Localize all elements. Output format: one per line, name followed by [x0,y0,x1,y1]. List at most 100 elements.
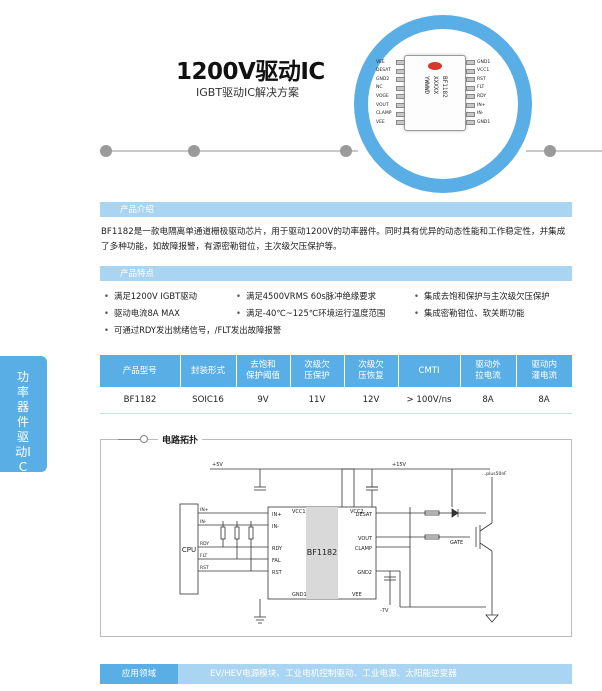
circuit-schematic: CPU BF1182 IN+ IN- RDY FAL RST DESAT VOU… [179,462,507,624]
cpu-signal: FLT [200,553,207,559]
feature-item: 满足4500VRMS 60s脉冲绝缘要求 [236,290,376,302]
chip-pin-label: CLAMP [376,111,392,117]
chip-pin-left [396,77,405,83]
hero-decor-dot [188,145,200,157]
chip-pin: RST [272,570,283,576]
chip-pin-label: GND2 [376,76,390,82]
intro-heading-bar: 产品介绍 [100,202,572,217]
hero-decor-line-right [526,150,602,152]
chip-pin: FAL [272,558,281,564]
chip-pin-right [466,77,475,83]
chip-pin-right [466,111,475,117]
spec-table-header: 驱动内灌电流 [515,355,572,387]
feature-item: 集成去饱和保护与主次级欠压保护 [414,290,550,302]
cpu-block [179,503,199,595]
hero-subtitle: IGBT驱动IC解决方案 [196,86,299,99]
chip-pin-label: VOGE [376,93,389,99]
category-label: 功率器件驱动IC [15,370,31,474]
spec-table-cell: 8A [460,387,516,414]
features-heading-bar: 产品特点 [100,266,572,281]
chip-pin: CLAMP [355,546,372,552]
chip-pin-label: IN+ [477,102,486,108]
hero-decor-line-mid [196,150,358,152]
chip-pin-label: GND1 [477,119,491,125]
chip-pin: VCC1 [292,509,306,515]
supply-label: +15V [392,462,407,468]
spec-table-header: 产品型号 [100,355,180,387]
resistor [248,526,254,540]
spec-table-cell: BF1182 [100,387,180,414]
chip-pin-label: NC [376,85,383,91]
chip-logo-icon [428,62,442,70]
chip-pin-left [396,94,405,100]
application-label: 应用领域 [100,664,178,684]
chip-pin-label: IN- [477,111,484,117]
feature-item: 满足1200V IGBT驱动 [104,290,197,302]
chip-body: BF1182 XXXXX YWWWD [404,55,466,131]
feature-item: 集成密勒钳位、软关断功能 [414,307,525,319]
spec-table-cell: > 100V/ns [398,387,460,414]
chip-pin: IN+ [272,512,281,518]
gate-label: GATE [450,540,463,546]
category-side-tab[interactable]: 功率器件驱动IC [0,356,47,474]
spec-table-cell: 12V [344,387,398,414]
chip-pin-right [466,85,475,91]
cpu-signal: IN- [200,519,207,525]
cpu-label: CPU [182,546,196,554]
cpu-signal: IN+ [200,507,209,513]
chip-pin: GND2 [357,570,372,576]
spec-table-header: 次级欠压恢复 [343,355,398,387]
chip-pin-left [396,68,405,74]
chip-pin: GND1 [292,592,307,598]
resistor [220,526,226,540]
spec-table-header: 封装形式 [179,355,236,387]
chip-pin-label: RDY [477,93,487,99]
chip-pin-right [466,94,475,100]
chip-pin-left [396,103,405,108]
spec-table-header: 次级欠压保护 [289,355,344,387]
ground [485,614,499,623]
chip-pin-left [396,60,405,65]
circuit-heading: 电路拓扑 [158,433,203,446]
spec-table-cell: 11V [290,387,344,414]
load-label: ...plus50nF [482,471,507,477]
chip-pin-label: DESAT [376,68,391,74]
circuit-frame [100,439,572,637]
diode [451,508,459,518]
spec-table-header: CMTI [397,355,460,387]
chip-pin: RDY [272,546,283,552]
chip-pin-label: VOUT [376,102,389,108]
features-heading: 产品特点 [120,269,155,279]
chip-pin-right [466,103,475,108]
chip-pin: VCC2 [350,509,364,515]
chip-marking-1: BF1182 [441,76,448,98]
circuit-heading-dot [140,435,148,443]
hero-title: 1200V驱动IC [176,59,325,85]
cpu-signal: RST [200,565,209,571]
feature-item: 驱动电流8A MAX [104,307,180,319]
igbt [479,522,493,532]
chip-pin-label: RST [477,76,486,82]
spec-table-header: 去饱和保护阈值 [235,355,290,387]
chip-pin: DESAT [356,512,373,518]
chip-pin: VEE [352,592,362,598]
intro-heading: 产品介绍 [120,205,155,215]
igbt [479,542,493,552]
hero-decor-line-left [100,150,196,152]
chip-pin: VOUT [358,536,373,542]
chip-marking-3: YWWWD [423,76,430,95]
chip-pin-right [466,60,475,65]
chip-label: BF1182 [307,548,337,557]
supply-label: +5V [212,462,223,468]
intro-text: BF1182是一款电隔离单通道栅极驱动芯片，用于驱动1200V的功率器件。同时具… [101,227,566,252]
chip-pin-label: VEE [376,59,385,65]
chip-pin-right [466,120,475,126]
resistor [234,526,240,540]
chip-pin-label: GND1 [477,59,491,65]
chip-pin-label: VCC1 [477,68,490,74]
spec-table-cell: 9V [236,387,290,414]
application-bar: 应用领域 EV/HEV电源模块、工业电机控制驱动、工业电源、太阳能逆变器 [100,664,572,684]
chip-marking-2: XXXXX [432,76,439,95]
